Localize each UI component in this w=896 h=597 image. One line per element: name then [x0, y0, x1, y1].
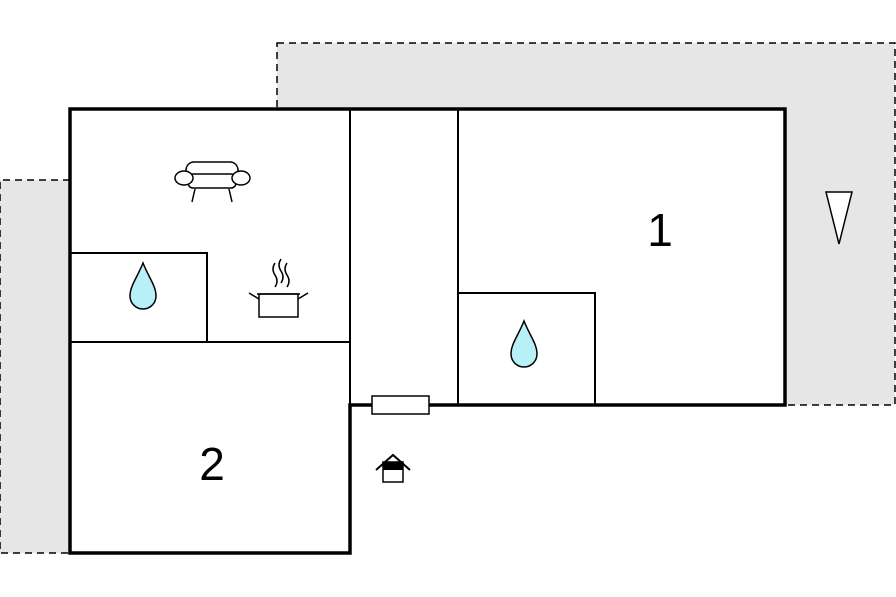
- water-drop-icon: [510, 318, 538, 368]
- water-drop-icon: [129, 260, 157, 310]
- terrace-right: [276, 42, 896, 406]
- entrance-icon: [375, 453, 411, 483]
- room-1-label: 1: [647, 204, 673, 256]
- wall-bathroom-right: [458, 292, 596, 405]
- terrace-left: [0, 179, 71, 554]
- north-arrow-icon: [825, 191, 853, 245]
- building-interior: [70, 109, 785, 553]
- sofa-icon: [174, 161, 251, 203]
- interior-walls: [70, 109, 596, 405]
- wall-bathroom-left: [70, 252, 208, 342]
- room-2-label: 2: [199, 438, 225, 490]
- entrance-door: [371, 395, 430, 415]
- exterior-walls: [68, 107, 787, 555]
- cooking-pot-icon: [248, 258, 309, 318]
